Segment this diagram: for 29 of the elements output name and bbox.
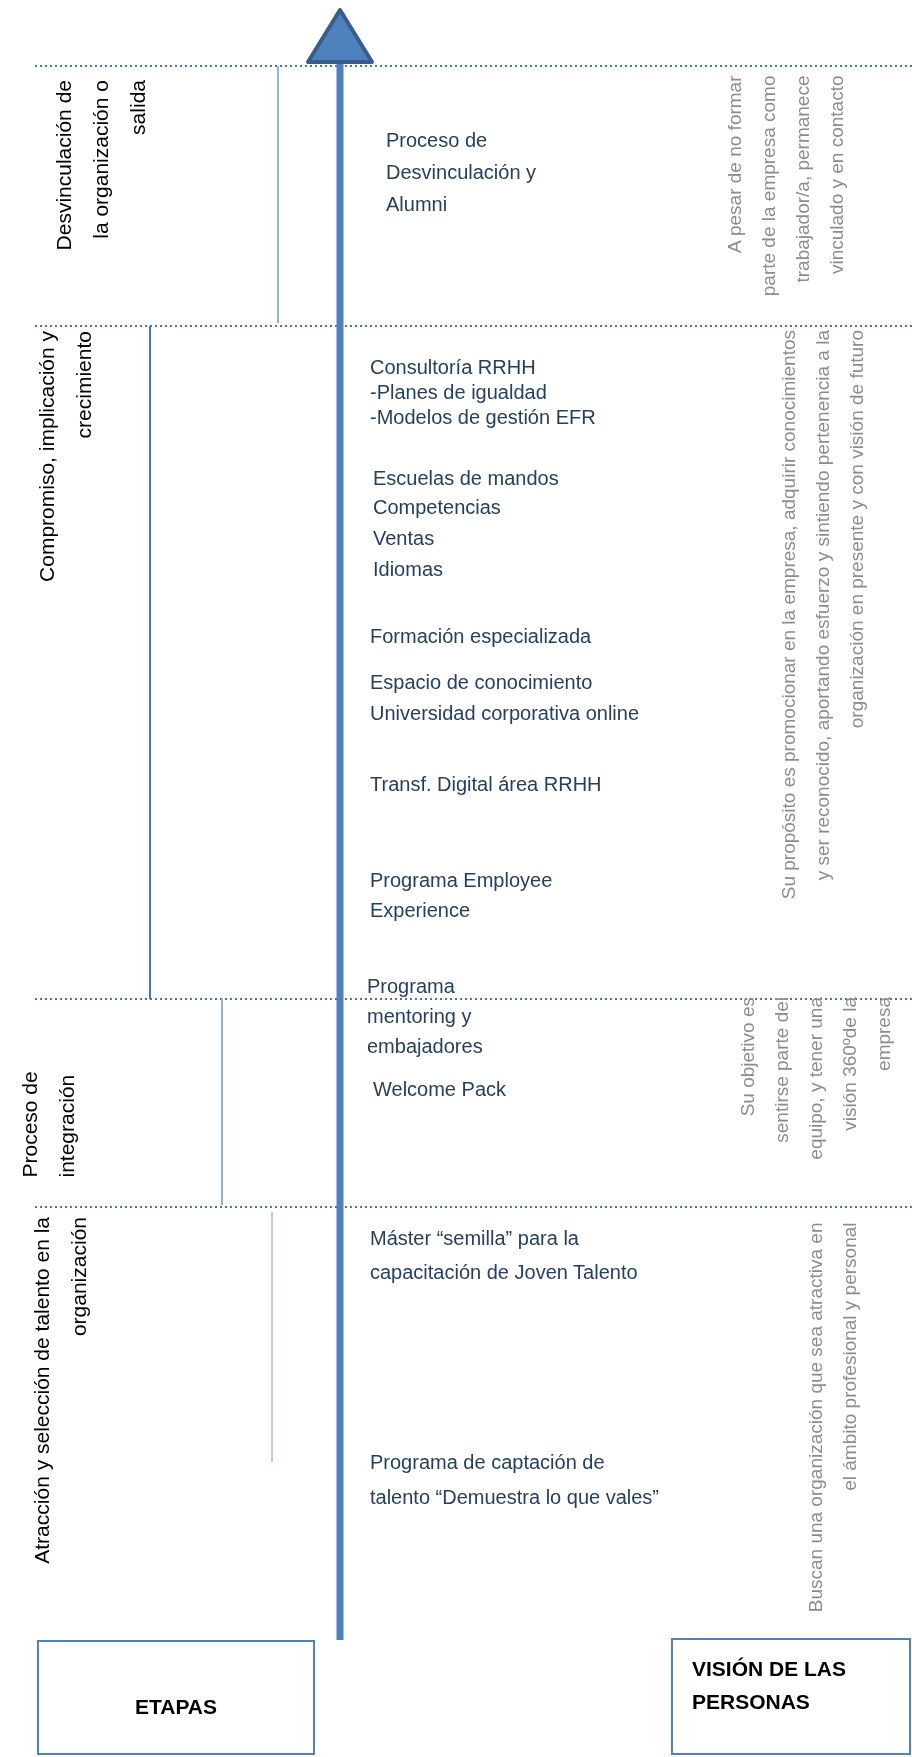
program-item-text: Competencias [373, 495, 501, 520]
box-heading: ETAPAS [133, 1694, 219, 1720]
stage-label: Compromiso, implicación y crecimiento [34, 331, 96, 584]
legend-box [37, 1640, 315, 1755]
program-item-text: Idiomas [373, 557, 444, 582]
description-text: Su objetivo es sentirse parte del equipo, y tener una visión 360ºde la empresa [736, 997, 895, 1162]
legend-box [671, 1638, 911, 1755]
stage-label: Atracción y selección de talento en la organización [29, 1217, 91, 1566]
program-item-text: Escuelas de mandos [373, 466, 559, 491]
description-text: Su propósito es promocionar en la empresa, adquirir conocimientos y ser reconocido, aportando esfuerzo y sintiendo pertenencia a la organización en presente y con visión de futuro [777, 330, 868, 902]
program-item-text: Ventas [373, 526, 435, 551]
stage-label: Desvinculación de la organización o salida [50, 80, 150, 253]
program-item-text: Transf. Digital área RRHH [370, 772, 602, 797]
program-item-text: Proceso de Desvinculación y Alumni [386, 128, 538, 217]
program-item-text: Programa mentoring y embajadores [367, 974, 484, 1059]
program-item-text: Programa Employee Experience [370, 868, 554, 923]
program-item-text: -Planes de igualdad [370, 380, 547, 405]
program-item-text: Consultoría RRHH [370, 355, 536, 380]
program-item-text: -Modelos de gestión EFR [370, 405, 596, 430]
program-item-text: Universidad corporativa online [370, 701, 640, 726]
program-item-text: Welcome Pack [373, 1077, 506, 1102]
program-item-text: Espacio de conocimiento [370, 670, 593, 695]
program-item-text: Programa de captación de talento “Demuestra lo que vales” [370, 1450, 660, 1510]
box-heading: VISIÓN DE LAS PERSONAS [692, 1656, 848, 1715]
description-text: A pesar de no formar parte de la empresa como trabajador/a, permanece vinculado y en contacto [723, 75, 848, 299]
program-item-text: Máster “semilla” para la capacitación de Joven Talento [370, 1226, 639, 1285]
description-text: Buscan una organización que sea atractiva en el ámbito profesional y personal [804, 1222, 861, 1615]
stage-label: Proceso de integración [17, 1070, 79, 1178]
program-item-text: Formación especializada [370, 624, 592, 649]
